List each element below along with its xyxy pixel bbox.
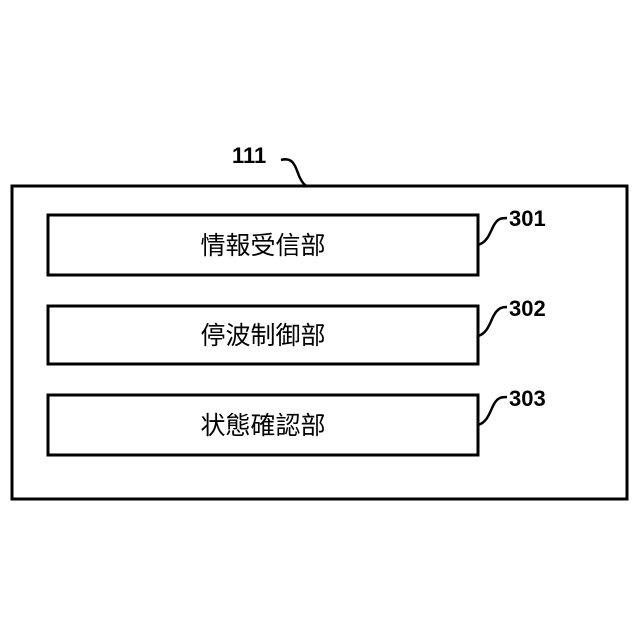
ref-label-111: 111 — [232, 143, 266, 168]
ref-label-303: 303 — [509, 386, 546, 411]
block-label-303: 状態確認部 — [200, 411, 325, 440]
leader-line-301 — [478, 218, 507, 245]
ref-label-302: 302 — [509, 296, 546, 321]
ref-label-301: 301 — [509, 206, 546, 231]
block-label-302: 停波制御部 — [200, 321, 325, 350]
block-label-301: 情報受信部 — [200, 231, 325, 260]
leader-line-111 — [281, 159, 308, 186]
leader-line-303 — [478, 397, 507, 425]
leader-line-302 — [478, 307, 507, 336]
